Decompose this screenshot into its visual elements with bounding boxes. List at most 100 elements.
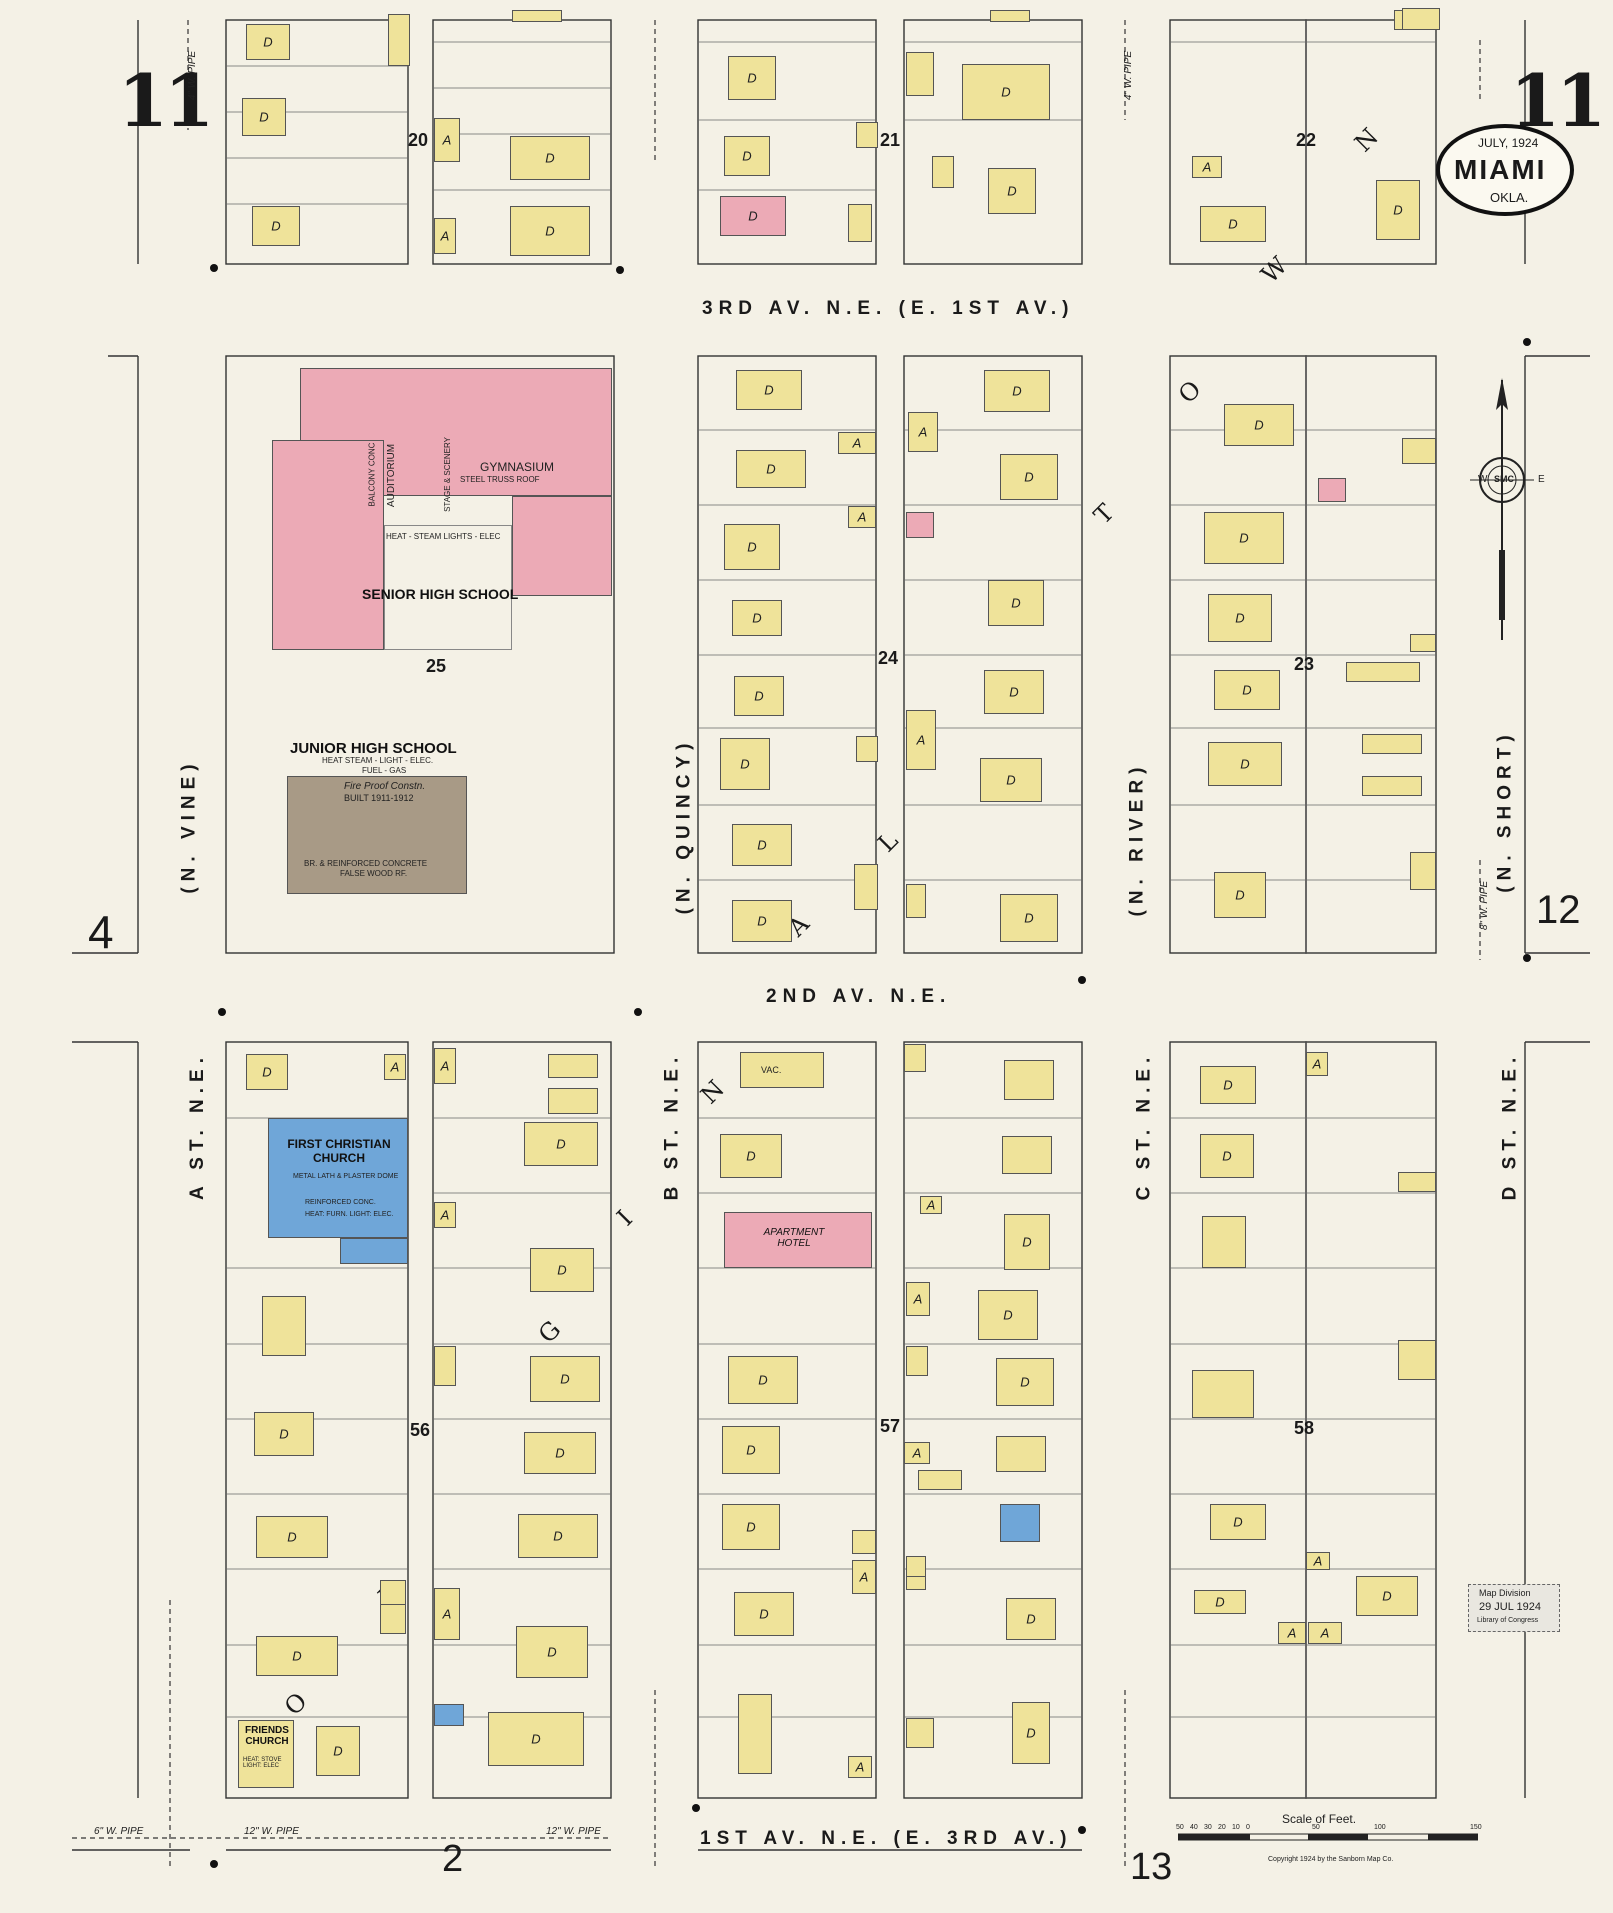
dwelling: D [988, 168, 1036, 214]
outbuilding [380, 1604, 406, 1634]
dwelling: D [1224, 404, 1294, 446]
vacant-building: VAC. [740, 1052, 824, 1088]
pipe-label: 4" W. PIPE [187, 50, 199, 101]
dwelling [548, 1088, 598, 1114]
street-c-st: C ST. N.E. [1133, 1051, 1155, 1201]
compass-e-label: E [1538, 474, 1545, 485]
brick-outbuilding [906, 512, 934, 538]
stone-building [1000, 1504, 1040, 1542]
dwelling: D [732, 824, 792, 866]
outbuilding [388, 14, 410, 66]
sheet-number-left: 4 [88, 906, 114, 958]
outbuilding [1398, 1172, 1436, 1192]
heat-note: HEAT - STEAM LIGHTS - ELEC [386, 532, 501, 541]
outbuilding [904, 1044, 926, 1072]
dwelling [906, 52, 934, 96]
block-number: 22 [1296, 130, 1317, 150]
apartment-hotel-label: APARTMENT HOTEL [763, 1227, 825, 1249]
outbuilding [380, 1580, 406, 1606]
outbuilding: A [908, 412, 938, 452]
dwelling: D [1006, 1598, 1056, 1640]
block-58-east [1305, 1041, 1437, 1799]
dwelling [1362, 776, 1422, 796]
outbuilding [906, 1346, 928, 1376]
dwelling: D [724, 136, 770, 176]
scale-tick: 20 [1218, 1824, 1226, 1831]
dwelling: D [316, 1726, 360, 1776]
senior-high-west-wing [272, 440, 384, 650]
dwelling: D [732, 600, 782, 636]
outbuilding: A [1308, 1622, 1342, 1644]
outbuilding: A [1306, 1552, 1330, 1570]
dwelling: D [736, 450, 806, 488]
street-3rd-av: 3RD AV. N.E. (E. 1ST AV.) [702, 298, 1075, 319]
dwelling: D [728, 56, 776, 100]
junior-high-note5: BR. & REINFORCED CONCRETE [304, 859, 428, 868]
outbuilding: A [434, 218, 456, 254]
outbuilding: A [906, 1282, 930, 1316]
dwelling: D [246, 24, 290, 60]
compass-monogram: SMC [1494, 474, 1514, 484]
dwelling: D [1200, 1066, 1256, 1104]
sheet-number-top-left: 11 [118, 58, 214, 143]
outbuilding: A [434, 1202, 456, 1228]
street-n-river: (N. RIVER) [1126, 761, 1148, 917]
outbuilding [854, 864, 878, 910]
dwelling: D [984, 370, 1050, 412]
stone-outbuilding [434, 1704, 464, 1726]
pipe-label: 4" W. PIPE [1123, 50, 1135, 101]
hydrant-marker [634, 1008, 642, 1016]
street-a-st: A ST. N.E. [186, 1052, 208, 1200]
dwelling [1346, 662, 1420, 682]
dwelling: D [728, 1356, 798, 1404]
dwelling [1004, 1060, 1054, 1100]
pipe-label: 6" W. PIPE [94, 1826, 144, 1837]
dwelling [262, 1296, 306, 1356]
outbuilding [434, 1346, 456, 1386]
block-number: 57 [880, 1416, 901, 1436]
hydrant-marker [616, 266, 624, 274]
dwelling: D [246, 1054, 288, 1090]
block-number: 25 [426, 656, 447, 676]
dwelling: D [510, 136, 590, 180]
street-n-short: (N. SHORT) [1494, 729, 1516, 893]
hydrant-marker [218, 1008, 226, 1016]
title-date: JULY, 1924 [1478, 136, 1539, 150]
gymnasium-label: GYMNASIUM [480, 460, 555, 474]
dwelling: D [734, 676, 784, 716]
junior-high-note2: FUEL - GAS [362, 766, 407, 775]
dwelling: D [720, 738, 770, 790]
street-1st-av: 1ST AV. N.E. (E. 3RD AV.) [700, 1828, 1073, 1849]
dwelling: D [1208, 594, 1272, 642]
dwelling: D [524, 1122, 598, 1166]
senior-high-east-wing [512, 496, 612, 596]
outbuilding [1410, 634, 1436, 652]
dwelling: D [988, 580, 1044, 626]
dwelling: D [516, 1626, 588, 1678]
scale-tick: 40 [1190, 1824, 1198, 1831]
outbuilding: A [848, 506, 876, 528]
apartment-hotel: APARTMENT HOTEL [724, 1212, 872, 1268]
scale-bar [1178, 1833, 1478, 1841]
scale-tick: 30 [1204, 1824, 1212, 1831]
dwelling: D [252, 206, 300, 246]
dwelling: D [978, 1290, 1038, 1340]
dwelling: D [1210, 1504, 1266, 1540]
stamp-line3: Library of Congress [1477, 1617, 1539, 1624]
dwelling [848, 204, 872, 242]
copyright-text: Copyright 1924 by the Sanborn Map Co. [1268, 1856, 1394, 1863]
outbuilding [1402, 8, 1440, 30]
dwelling: D [1200, 206, 1266, 242]
dwelling: D [488, 1712, 584, 1766]
scale-tick: 100 [1374, 1824, 1386, 1831]
dwelling: A [434, 118, 460, 162]
church-note2: REINFORCED CONC. [305, 1199, 376, 1206]
outbuilding [1410, 852, 1436, 890]
dwelling: D [980, 758, 1042, 802]
dwelling: D [1012, 1702, 1050, 1764]
block-number: 21 [880, 130, 901, 150]
block-56-east [432, 1041, 612, 1799]
dwelling: D [1214, 872, 1266, 918]
block-number: 24 [878, 648, 899, 668]
